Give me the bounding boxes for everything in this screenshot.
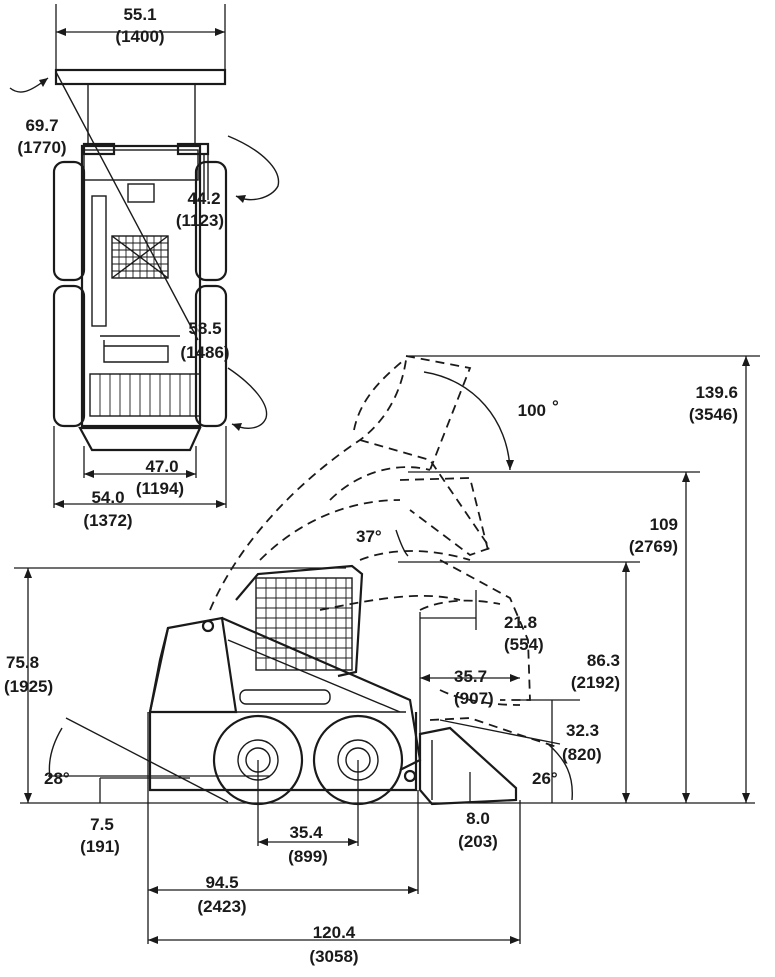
label-hinge-height-mm: (2769) xyxy=(629,537,678,556)
raised-arm-outline xyxy=(209,355,561,749)
label-overall-length: 120.4 xyxy=(313,923,356,942)
label-diag-front: 69.7 xyxy=(25,116,58,135)
tire-front-left xyxy=(52,160,86,282)
label-ground-clearance-mm: (191) xyxy=(80,837,120,856)
label-dump-height: 86.3 xyxy=(587,651,620,670)
label-overall-length-mm: (3058) xyxy=(309,947,358,966)
label-cab-height: 75.8 xyxy=(6,653,39,672)
side-view: 139.6 (3546) 100 ° 109 (2769) 37° 86.3 (… xyxy=(4,355,760,966)
label-reach-high: 21.8 xyxy=(504,613,537,632)
label-wheelbase-mm: (899) xyxy=(288,847,328,866)
engine-grille xyxy=(89,373,201,417)
label-bucket-clearance-mm: (203) xyxy=(458,832,498,851)
label-turn-radius-mm: (1123) xyxy=(176,211,224,230)
label-track-width-mm: (1194) xyxy=(136,479,184,498)
label-dump-angle: 100 xyxy=(518,401,546,420)
tire-front-right xyxy=(194,160,228,282)
lift-arm xyxy=(221,616,422,771)
label-diag-rear-mm: (1486) xyxy=(180,343,229,362)
label-reach-low-mm: (907) xyxy=(454,689,494,708)
label-degree-symbol: ° xyxy=(552,397,559,416)
label-wheelbase: 35.4 xyxy=(289,823,323,842)
label-bucket-angle: 26° xyxy=(532,769,558,788)
label-length-no-bucket-mm: (2423) xyxy=(197,897,246,916)
label-departure-angle: 28° xyxy=(44,769,70,788)
label-max-height-mm: (3546) xyxy=(689,405,738,424)
label-diag-front-mm: (1770) xyxy=(17,138,66,157)
label-dump-clearance-mm: (820) xyxy=(562,745,602,764)
bucket xyxy=(418,726,518,806)
label-rollback-angle: 37° xyxy=(356,527,382,546)
label-overall-width: 55.1 xyxy=(123,5,156,24)
label-hinge-height: 109 xyxy=(650,515,678,534)
label-turn-radius: 44.2 xyxy=(187,189,220,208)
label-ground-clearance: 7.5 xyxy=(90,815,114,834)
label-max-height: 139.6 xyxy=(695,383,738,402)
label-diag-rear: 58.5 xyxy=(188,319,221,338)
label-reach-low: 35.7 xyxy=(454,667,487,686)
label-bucket-clearance: 8.0 xyxy=(466,809,490,828)
cab-screen-side xyxy=(255,577,353,671)
label-dump-clearance: 32.3 xyxy=(566,721,599,740)
lower-chassis xyxy=(148,712,418,792)
top-view: 55.1 (1400) 69.7 (1770) 44.2 (1123) 58.5… xyxy=(9,4,280,530)
label-dump-height-mm: (2192) xyxy=(571,673,620,692)
lift-cylinder xyxy=(239,689,331,705)
rear-tower xyxy=(148,616,238,714)
label-track-width: 47.0 xyxy=(145,457,178,476)
label-cab-height-mm: (1925) xyxy=(4,677,53,696)
cab-frame xyxy=(235,564,364,678)
label-overall-width-mm: (1400) xyxy=(115,27,164,46)
label-width-tires: 54.0 xyxy=(91,488,124,507)
tire-rear-right xyxy=(194,284,228,428)
frame-body xyxy=(80,144,202,428)
label-length-no-bucket: 94.5 xyxy=(205,873,238,892)
counterweight xyxy=(78,426,202,452)
label-reach-high-mm: (554) xyxy=(504,635,544,654)
label-width-tires-mm: (1372) xyxy=(83,511,132,530)
tire-rear-left xyxy=(52,284,86,428)
bucket-top xyxy=(54,68,227,86)
